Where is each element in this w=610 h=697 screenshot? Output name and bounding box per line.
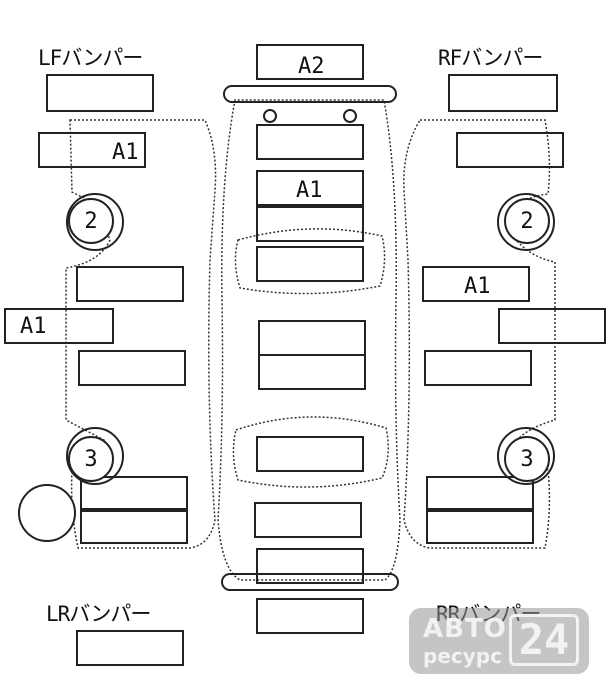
left-front-door-upper-box [76, 266, 184, 302]
front-bumper-shape [223, 85, 397, 103]
rf-wheel-mark: 2 [504, 198, 550, 244]
front-panel-box [256, 124, 364, 160]
rear-panel-box [256, 548, 364, 584]
windshield-box [256, 246, 364, 282]
watermark-line2: ресурс [423, 644, 502, 668]
left-fender-box [38, 132, 146, 168]
roof-rear-box [258, 354, 366, 390]
rf-bumper-label: RFバンパー [438, 46, 543, 70]
left-front-door-box [4, 308, 114, 344]
lf-bumper-label: LFバンパー [38, 46, 143, 70]
rear-bumper-shape [221, 573, 399, 591]
left-front-door-code: A1 [20, 314, 47, 339]
trunk-box [254, 502, 362, 538]
rear-bumper-box [256, 598, 364, 634]
left-rear-fender-upper-box [80, 476, 188, 512]
rear-window-outline [232, 416, 389, 488]
right-rear-fender-upper-box [426, 476, 534, 512]
lr-wheel-arc [66, 427, 124, 485]
left-mirror-shape [263, 109, 277, 123]
left-rear-outer-circle [18, 484, 76, 542]
lr-bumper-box [76, 630, 184, 666]
lf-bumper-box [46, 74, 154, 112]
lr-bumper-label: LRバンパー [46, 602, 151, 626]
hood-rear-box [256, 206, 364, 242]
hood-code: A1 [296, 178, 323, 203]
right-front-door-box [498, 308, 606, 344]
rf-wheel-arc [497, 193, 555, 251]
right-fender-box [456, 132, 564, 168]
roof-front-box [258, 320, 366, 356]
lr-wheel-mark: 3 [68, 436, 114, 482]
watermark-logo: АВТО ресурс 24 [409, 608, 589, 674]
front-bumper-code: A2 [298, 54, 325, 79]
hood-front-box [256, 170, 364, 206]
left-fender-code: A1 [112, 140, 139, 165]
rear-window-box [256, 436, 364, 472]
lf-wheel-arc [66, 193, 124, 251]
body-outline [217, 99, 401, 581]
right-rear-fender-box [426, 508, 534, 544]
lf-wheel-mark: 2 [68, 198, 114, 244]
watermark-number: 24 [509, 614, 579, 666]
right-mirror-shape [343, 109, 357, 123]
windshield-outline [234, 228, 386, 295]
rr-wheel-mark: 3 [504, 436, 550, 482]
right-front-door-upper-box [422, 266, 530, 302]
right-front-door-code: A1 [464, 274, 491, 299]
rf-bumper-box [448, 74, 558, 112]
left-rear-fender-box [80, 508, 188, 544]
left-side-outline [65, 119, 217, 549]
rr-wheel-arc [497, 427, 555, 485]
left-rear-door-box [78, 350, 186, 386]
right-rear-door-box [424, 350, 532, 386]
front-bumper-box [256, 44, 364, 80]
watermark-line1: АВТО [423, 614, 507, 644]
